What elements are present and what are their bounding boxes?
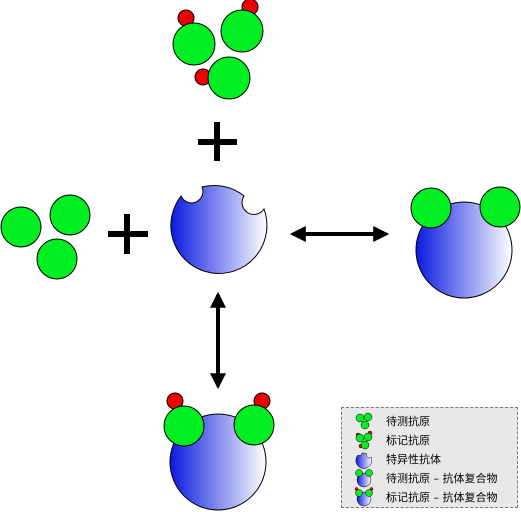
labeled-antigen-antibody-complex-bottom [163,392,275,511]
test-antigen-cluster-left [0,194,91,280]
labeled-antigen-icon [355,430,373,450]
legend-item-test-antigen: 待测抗原 [354,411,430,431]
labeled-antigen-antibody-complex-icon [354,487,374,507]
legend-item-antibody: 特异性抗体 [354,449,441,469]
legend: 待测抗原 标记抗原 特异性抗体 [341,407,518,508]
antibody-icon [355,452,372,469]
plus-sign-left [108,214,148,254]
legend-label: 待测抗原 [386,415,430,428]
legend-label: 标记抗原 – 抗体复合物 [386,491,498,504]
legend-label: 特异性抗体 [386,453,441,466]
test-antigen-antibody-complex-right [410,186,521,299]
plus-sign-top [198,122,237,161]
legend-item-labeled-antigen: 标记抗原 [354,430,430,450]
test-antigen-icon [355,412,373,430]
legend-label: 标记抗原 [386,434,430,447]
labeled-antigen-cluster-top [172,0,264,100]
specific-antibody-center [170,184,268,274]
test-antigen-antibody-complex-icon [355,469,373,488]
legend-label: 待测抗原 – 抗体复合物 [386,472,498,485]
legend-item-labeled-complex: 标记抗原 – 抗体复合物 [354,487,498,507]
legend-item-test-complex: 待测抗原 – 抗体复合物 [354,468,498,488]
